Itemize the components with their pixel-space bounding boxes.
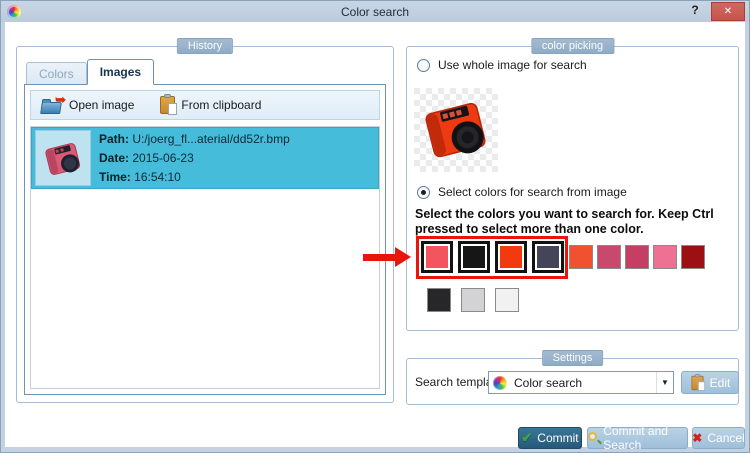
search-template-label: Search template: [415, 375, 506, 389]
edit-label: Edit [709, 375, 731, 390]
history-tabs: Colors Images [26, 59, 155, 85]
path-value: U:/joerg_fl...aterial/dd52r.bmp [132, 131, 290, 146]
color-wheel-icon [493, 375, 507, 390]
device-preview-image [425, 102, 486, 158]
color-swatch[interactable] [597, 245, 621, 269]
color-swatch[interactable] [427, 288, 451, 312]
item-date-row: Date: 2015-06-23 [99, 149, 290, 168]
edit-button[interactable]: Edit [681, 371, 739, 394]
color-picking-group: color picking Use whole image for search [363, 38, 739, 331]
close-icon: ✕ [723, 6, 733, 17]
from-clipboard-button[interactable]: From clipboard [160, 94, 262, 115]
clipboard-icon [160, 94, 178, 115]
open-image-label: Open image [69, 98, 135, 112]
settings-group: Settings Search template: Color search ▼… [406, 350, 739, 405]
from-clipboard-label: From clipboard [181, 98, 262, 112]
open-folder-icon: ➥ [40, 93, 66, 114]
settings-group-label: Settings [541, 350, 604, 366]
close-button[interactable]: ✕ [711, 2, 745, 21]
radio-unchecked-icon [417, 58, 430, 72]
item-details: Path: U:/joerg_fl...aterial/dd52r.bmp Da… [99, 130, 290, 187]
cancel-button[interactable]: ✖ Cancel [692, 427, 745, 449]
color-swatch[interactable] [461, 288, 485, 312]
swatch-row-2 [427, 288, 519, 312]
color-swatch[interactable] [421, 241, 453, 273]
swatch-row-1 [421, 241, 705, 273]
color-wheel-app-icon [7, 4, 21, 19]
radio-select-colors-label: Select colors for search from image [438, 185, 627, 199]
time-label: Time: [99, 169, 131, 184]
search-image-preview [414, 88, 498, 172]
history-image-list[interactable]: Path: U:/joerg_fl...aterial/dd52r.bmp Da… [30, 126, 380, 389]
history-group: History Colors Images ➥ Open image [16, 38, 394, 403]
date-label: Date: [99, 150, 130, 165]
commit-and-search-label: Commit and Search [603, 424, 668, 452]
window-title: Color search [340, 4, 410, 19]
images-tab-panel: ➥ Open image From clipboard [24, 84, 386, 395]
color-picking-group-label: color picking [530, 38, 615, 54]
cancel-label: Cancel [707, 431, 745, 445]
color-swatch[interactable] [458, 241, 490, 273]
chevron-down-icon[interactable]: ▼ [656, 372, 673, 393]
tab-colors[interactable]: Colors [26, 62, 87, 84]
search-template-dropdown[interactable]: Color search ▼ [488, 371, 674, 394]
edit-clipboard-icon [691, 373, 705, 391]
commit-label: Commit [537, 431, 579, 445]
title-bar: Color search ? ✕ [1, 1, 749, 22]
color-swatch[interactable] [495, 241, 527, 273]
radio-whole-image[interactable]: Use whole image for search [417, 58, 587, 72]
search-icon [588, 431, 602, 445]
instruction-text: Select the colors you want to search for… [415, 207, 714, 236]
color-swatch[interactable] [569, 245, 593, 269]
color-swatch[interactable] [625, 245, 649, 269]
device-thumbnail-image [45, 143, 81, 175]
path-label: Path: [99, 131, 129, 146]
list-item[interactable]: Path: U:/joerg_fl...aterial/dd52r.bmp Da… [31, 127, 379, 189]
history-toolbar: ➥ Open image From clipboard [30, 90, 380, 120]
color-swatch[interactable] [653, 245, 677, 269]
help-button[interactable]: ? [691, 3, 699, 17]
open-image-button[interactable]: ➥ Open image [40, 93, 135, 114]
color-swatch[interactable] [532, 241, 564, 273]
dialog-body: History Colors Images ➥ Open image [5, 22, 745, 452]
color-swatch[interactable] [495, 288, 519, 312]
commit-button[interactable]: ✔ Commit [518, 427, 582, 449]
radio-whole-image-label: Use whole image for search [438, 58, 587, 72]
radio-checked-icon [417, 185, 430, 199]
date-value: 2015-06-23 [132, 150, 194, 165]
image-thumbnail [35, 130, 91, 186]
commit-and-search-button[interactable]: Commit and Search [587, 424, 688, 452]
history-group-label: History [176, 38, 234, 54]
check-icon: ✔ [521, 430, 533, 445]
item-path-row: Path: U:/joerg_fl...aterial/dd52r.bmp [99, 130, 290, 149]
time-value: 16:54:10 [134, 169, 181, 184]
annotation-arrow-icon [363, 247, 413, 268]
cancel-x-icon: ✖ [692, 431, 703, 445]
color-swatch[interactable] [681, 245, 705, 269]
tab-images[interactable]: Images [86, 59, 155, 85]
template-value: Color search [514, 375, 583, 390]
item-time-row: Time: 16:54:10 [99, 168, 290, 187]
radio-select-colors[interactable]: Select colors for search from image [417, 185, 627, 199]
